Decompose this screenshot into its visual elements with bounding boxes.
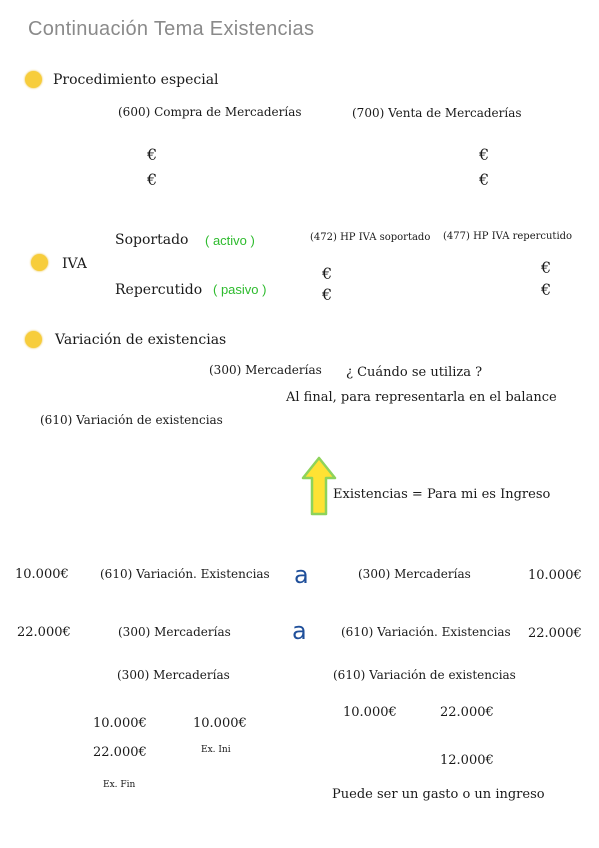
- account-472: (472) HP IVA soportado: [310, 232, 431, 243]
- t-account-300-debe-2: 22.000€: [93, 745, 147, 760]
- euro-sign: €: [479, 170, 490, 189]
- iva-soportado-note: ( activo ): [205, 233, 255, 248]
- ex-fin-label: Ex. Fin: [103, 780, 136, 790]
- asiento-2-connector: a: [292, 617, 307, 645]
- section-heading-procedimiento: Procedimiento especial: [53, 72, 219, 88]
- euro-sign: €: [322, 285, 333, 304]
- account-610: (610) Variación de existencias: [40, 413, 223, 427]
- t-account-300-title: (300) Mercaderías: [117, 668, 230, 682]
- t-account-610-debe-1: 10.000€: [343, 705, 397, 720]
- t-account-610-saldo: 12.000€: [440, 753, 494, 768]
- asiento-2-credit: (610) Variación. Existencias: [341, 625, 511, 639]
- section-heading-variacion: Variación de existencias: [55, 332, 227, 348]
- bullet-icon: [25, 331, 42, 348]
- t-account-610-haber-1: 22.000€: [440, 705, 494, 720]
- euro-sign: €: [147, 170, 158, 189]
- account-venta: (700) Venta de Mercaderías: [352, 106, 522, 120]
- asiento-2-debit: (300) Mercaderías: [118, 625, 231, 639]
- up-arrow-icon: [301, 456, 337, 516]
- euro-sign: €: [479, 145, 490, 164]
- gasto-ingreso-note: Puede ser un gasto o un ingreso: [332, 787, 545, 802]
- euro-sign: €: [541, 280, 552, 299]
- iva-soportado-label: Soportado: [115, 232, 189, 248]
- account-compra: (600) Compra de Mercaderías: [118, 105, 302, 119]
- bullet-icon: [31, 254, 48, 271]
- euro-sign: €: [541, 258, 552, 277]
- asiento-2-right-amount: 22.000€: [528, 626, 582, 641]
- asiento-2-left-amount: 22.000€: [17, 625, 71, 640]
- account-300: (300) Mercaderías: [209, 363, 322, 377]
- arrow-note: Existencias = Para mi es Ingreso: [333, 487, 551, 502]
- asiento-1-debit: (610) Variación. Existencias: [100, 567, 270, 581]
- euro-sign: €: [147, 145, 158, 164]
- asiento-1-credit: (300) Mercaderías: [358, 567, 471, 581]
- asiento-1-left-amount: 10.000€: [15, 567, 69, 582]
- t-account-610-title: (610) Variación de existencias: [333, 668, 516, 682]
- bullet-icon: [25, 71, 42, 88]
- asiento-1-right-amount: 10.000€: [528, 568, 582, 583]
- answer-text: Al final, para representarla en el balan…: [286, 390, 557, 405]
- ex-ini-label: Ex. Ini: [201, 745, 231, 755]
- iva-repercutido-label: Repercutido: [115, 282, 203, 298]
- page-title: Continuación Tema Existencias: [28, 18, 315, 40]
- t-account-300-haber-1: 10.000€: [193, 716, 247, 731]
- asiento-1-connector: a: [294, 561, 309, 589]
- iva-label: IVA: [62, 256, 87, 272]
- question-text: ¿ Cuándo se utiliza ?: [346, 365, 483, 380]
- t-account-300-debe-1: 10.000€: [93, 716, 147, 731]
- euro-sign: €: [322, 264, 333, 283]
- iva-repercutido-note: ( pasivo ): [213, 282, 267, 297]
- account-477: (477) HP IVA repercutido: [443, 231, 573, 242]
